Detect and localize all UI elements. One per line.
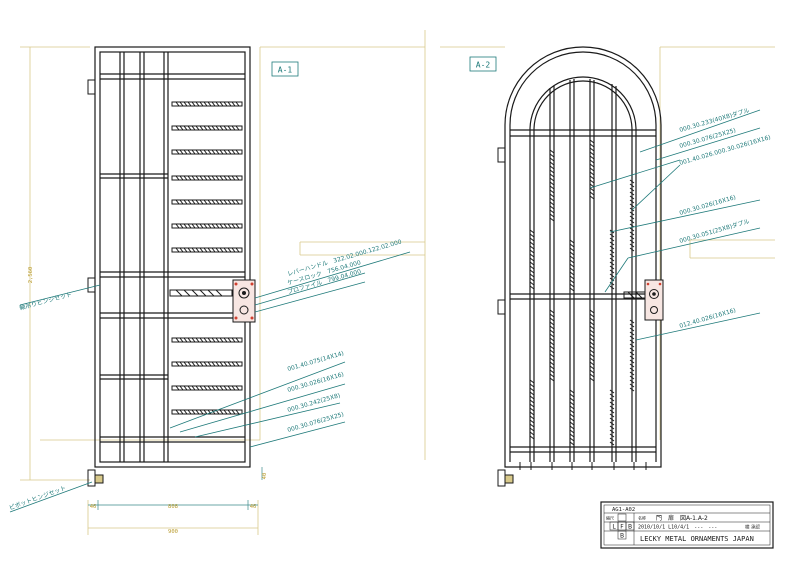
a2-lock-set xyxy=(623,279,664,321)
callout-pivot-hinge: ピボットヒンジセット xyxy=(8,484,67,512)
title-scale-label: 縮尺 xyxy=(606,515,614,521)
title-block: L F B B AG1-A02 縮尺 名称 門 扉 図A-1.A-2 2010/… xyxy=(600,501,774,549)
dim-bottom-gap: 40 xyxy=(262,473,268,480)
title-grid-f: F xyxy=(620,524,624,531)
callout-bar-1: 001.40.075(14X14) xyxy=(287,350,345,373)
a2-twisted-segment xyxy=(569,389,575,446)
dim-total-width: 900 xyxy=(168,529,178,535)
title-approval: 検 承認 xyxy=(745,524,760,531)
a1-twisted-bar xyxy=(171,175,243,181)
a1-twisted-bar xyxy=(171,101,243,107)
a1-twisted-bar xyxy=(171,149,243,155)
callout-bar-4: 000.30.076(25X25) xyxy=(287,411,345,434)
view-label-a1: A-1 xyxy=(271,61,299,77)
dim-left-margin: 46 xyxy=(90,504,97,510)
title-grid-b2: B xyxy=(620,533,624,540)
a2-twisted-segment xyxy=(549,309,555,382)
a2-callout-4: 000.30.026(16X16) xyxy=(679,194,737,217)
view-label-a2-text: A-2 xyxy=(476,61,491,70)
outline-lines xyxy=(20,30,775,535)
a1-twisted-bar xyxy=(171,385,243,391)
a1-twisted-bar xyxy=(171,361,243,367)
title-date-row: 2010/10/1 L10/4/1 --- --- xyxy=(638,525,717,531)
a2-twisted-segment xyxy=(629,179,635,252)
title-company: LECKY METAL ORNAMENTS JAPAN xyxy=(640,535,754,543)
a2-twisted-segment xyxy=(529,229,535,290)
view-label-a1-text: A-1 xyxy=(278,66,293,75)
a2-twisted-segment xyxy=(589,139,595,200)
callout-bar-3: 000.30.242(25X8) xyxy=(287,392,341,414)
a1-twisted-bar xyxy=(171,199,243,205)
title-grid-l: L xyxy=(612,524,616,531)
a1-twisted-bars xyxy=(171,101,243,415)
a1-leaders xyxy=(9,251,411,513)
gate-a1 xyxy=(94,46,251,468)
a2-twisted-segment xyxy=(629,319,635,392)
a2-twisted-segment xyxy=(589,309,595,382)
a2-callout-1: 000.30.233(40X8)ダブル xyxy=(678,106,750,134)
a2-twisted-segment xyxy=(609,389,615,446)
callout-spring-hinge: 軸吊りヒンジセット xyxy=(18,290,72,312)
a2-twisted-segment xyxy=(549,149,555,222)
title-drawing-name: 門 扉 図A-1.A-2 xyxy=(656,514,708,522)
gate-a2 xyxy=(504,46,662,468)
dim-right-margin: 46 xyxy=(250,504,257,510)
title-grid-b1: B xyxy=(628,524,632,531)
a2-bottom-pickets xyxy=(519,462,647,470)
a2-twisted-bars xyxy=(529,139,635,446)
a2-hinges xyxy=(497,147,514,487)
a2-callout-6: 012.40.026(16X16) xyxy=(679,307,737,330)
a1-twisted-bar xyxy=(171,125,243,131)
a1-twisted-bar xyxy=(171,223,243,229)
a1-twisted-bar xyxy=(171,337,243,343)
a2-twisted-segment xyxy=(529,379,535,440)
a2-callouts: 000.30.233(40X8)ダブル 000.30.076(25X25) 00… xyxy=(678,106,771,330)
a1-lock-set xyxy=(169,279,256,323)
a1-twisted-bar xyxy=(171,247,243,253)
a1-callouts: レバーハンドル 322.02.000.122.02.000 ケースロック 756… xyxy=(8,238,403,511)
dim-inner-width: 808 xyxy=(168,504,178,510)
dim-height: 2,560 xyxy=(28,267,34,284)
title-name-prefix: 名称 xyxy=(638,515,646,521)
a1-hinges xyxy=(87,79,104,487)
a2-callout-5: 000.30.051(25X8)ダブル xyxy=(678,217,750,245)
a2-leaders xyxy=(589,109,761,341)
a1-twisted-bar xyxy=(171,409,243,415)
view-label-a2: A-2 xyxy=(469,56,497,72)
a1-dimension-text: 2,560 808 46 46 900 40 xyxy=(28,267,268,535)
callout-bar-2: 000.30.026(16X16) xyxy=(287,371,345,394)
a1-dimensions xyxy=(88,467,263,510)
title-drawing-no: AG1-A02 xyxy=(612,507,635,513)
a2-twisted-segment xyxy=(569,239,575,292)
